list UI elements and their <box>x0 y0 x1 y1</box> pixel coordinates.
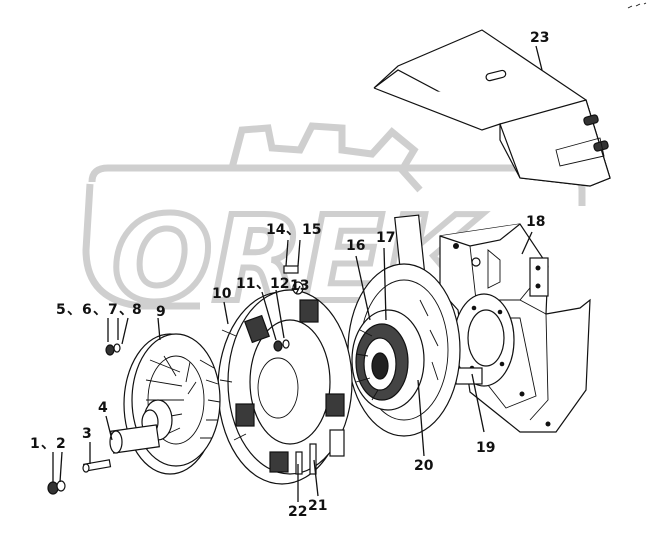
callout-16: 16 <box>346 238 365 254</box>
callout-separator: 、 <box>286 222 300 238</box>
part-20-disc <box>347 263 461 437</box>
callout-13: 13 <box>290 278 309 294</box>
callout-1: 1 <box>30 436 40 452</box>
callout-11: 11 <box>236 276 255 292</box>
callout-separator: 、 <box>119 302 133 318</box>
part-1-2-nut-washer <box>47 480 66 495</box>
callout-labels: 1 、 2 3 4 5 、 6 、 7 、 8 9 10 11 、 12 13 … <box>30 30 549 520</box>
leader-lines <box>52 45 543 502</box>
callout-6: 6 <box>82 302 92 318</box>
callout-4: 4 <box>98 400 108 416</box>
callout-7: 7 <box>108 302 118 318</box>
callout-22: 22 <box>288 504 307 520</box>
callout-3: 3 <box>82 426 92 442</box>
callout-8: 8 <box>132 302 142 318</box>
part-10-pressure-plate <box>217 289 353 485</box>
callout-9: 9 <box>156 304 166 320</box>
part-11-15-fasteners <box>273 265 304 352</box>
callout-separator: 、 <box>41 436 55 452</box>
callout-2: 2 <box>56 436 66 452</box>
callout-12: 12 <box>270 276 289 292</box>
callout-20: 20 <box>414 458 434 474</box>
callout-17: 17 <box>376 230 395 246</box>
callout-separator: 、 <box>67 302 81 318</box>
part-21-22-fasteners <box>295 443 317 475</box>
part-5-8-hardware <box>105 343 121 356</box>
part-23-cover <box>373 29 611 187</box>
callout-14: 14 <box>266 222 286 238</box>
callout-23: 23 <box>530 30 549 46</box>
callout-18: 18 <box>526 214 545 230</box>
callout-19: 19 <box>476 440 495 456</box>
part-19-bearing-housing <box>453 293 515 387</box>
callout-10: 10 <box>212 286 232 302</box>
callout-separator: 、 <box>256 276 270 292</box>
callout-separator: 、 <box>93 302 107 318</box>
callout-21: 21 <box>308 498 327 514</box>
part-9-fan-wheel <box>123 333 221 475</box>
part-4-shaft-flange <box>109 399 173 454</box>
corner-marks <box>627 2 647 9</box>
callout-15: 15 <box>302 222 321 238</box>
callout-5: 5 <box>56 302 66 318</box>
part-3-bolt <box>82 459 112 473</box>
